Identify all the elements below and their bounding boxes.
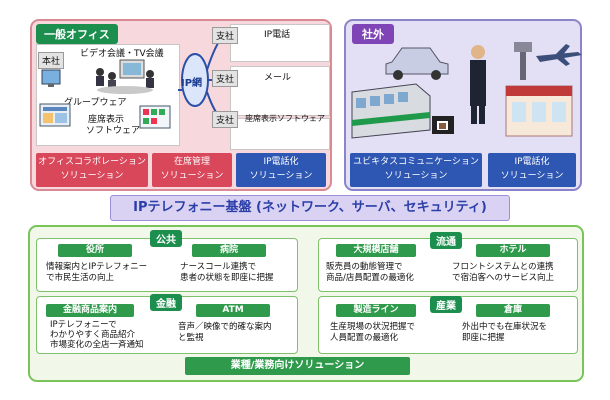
hotel-desc-1: フロントシステムとの連携 xyxy=(452,262,554,272)
section-distribution-label: 流通 xyxy=(430,232,462,249)
businessman-icon xyxy=(470,45,486,124)
branch-tag-3: 支社 xyxy=(212,111,239,128)
ip-network-icon xyxy=(181,53,209,107)
item-city-office: 役所 xyxy=(58,244,132,257)
hotel-desc-2: で宿泊客へのサービス向上 xyxy=(452,273,555,283)
outside-title: 社外 xyxy=(352,24,394,44)
shop-icon xyxy=(505,85,573,137)
meeting-people-icon xyxy=(96,59,154,94)
financial-desc-2: わかりやすく商品紹介 xyxy=(50,330,136,340)
item-atm: ATM xyxy=(196,304,270,317)
office-title: 一般オフィス xyxy=(36,24,118,44)
item-financial-product: 金融商品案内 xyxy=(46,304,134,317)
large-store-desc-1: 販売員の動態管理で xyxy=(326,262,403,272)
item-hospital: 病院 xyxy=(192,244,266,257)
groupware-label: グループウェア xyxy=(64,98,127,108)
item-large-store: 大規模店舗 xyxy=(336,244,416,257)
production-desc-1: 生産現場の状況把握で xyxy=(330,322,416,332)
video-conf-label: ビデオ会議・TV会議 xyxy=(80,49,164,59)
control-tower-icon xyxy=(514,42,532,80)
car-icon xyxy=(385,47,449,80)
branch-box-3 xyxy=(230,118,330,150)
branch-tag-2: 支社 xyxy=(212,70,239,87)
ip-telephony-foundation: IPテレフォニー基盤 (ネットワーク、サーバ、セキュリティ) xyxy=(110,195,510,221)
ip-network-label: IP網 xyxy=(181,78,203,89)
branch-tag-1: 支社 xyxy=(212,27,239,44)
ip-phone-label: IP電話 xyxy=(264,30,291,40)
groupware-screen-icon xyxy=(39,103,71,127)
city-office-desc-1: 情報案内とIPテレフォニー xyxy=(46,262,148,272)
section-industry-label: 産業 xyxy=(430,296,462,313)
industry-solutions-bar: 業種/業務向けソリューション xyxy=(185,357,410,375)
outside-ip-phone-solution: IP電話化ソリューション xyxy=(488,153,576,187)
seat-sw-label-1: 座席表示 xyxy=(88,115,125,125)
warehouse-desc-1: 外出中でも在庫状況を xyxy=(462,322,548,332)
financial-desc-3: 市場変化の全店一斉通知 xyxy=(50,340,144,350)
seat-sw-label-2: ソフトウェア xyxy=(86,126,141,136)
item-warehouse: 倉庫 xyxy=(476,304,550,317)
atm-desc-1: 音声／映像で的確な案内 xyxy=(178,322,272,332)
presence-solution: 在席管理ソリューション xyxy=(152,153,232,187)
production-desc-2: 人員配置の最適化 xyxy=(330,333,399,343)
hospital-desc-1: ナースコール連携で xyxy=(180,262,257,272)
monitor-icon xyxy=(41,69,61,87)
atm-desc-2: と監視 xyxy=(178,333,204,343)
hq-tag: 本社 xyxy=(38,52,65,69)
branch-seat-sw-label: 座席表示ソフトウェア xyxy=(245,114,325,123)
mail-label: メール xyxy=(264,73,292,83)
office-collab-solution: オフィスコラボレーションソリューション xyxy=(36,153,148,187)
item-hotel: ホテル xyxy=(476,244,550,257)
hospital-desc-2: 患者の状態を即座に把握 xyxy=(180,273,274,283)
city-office-desc-2: で市民生活の向上 xyxy=(46,273,115,283)
branch-box-1 xyxy=(230,24,330,62)
seat-display-icon xyxy=(139,105,171,129)
airplane-icon xyxy=(536,44,582,66)
item-production-line: 製造ライン xyxy=(336,304,416,317)
large-store-desc-2: 商品/店員配置の最適化 xyxy=(326,273,414,283)
section-finance-label: 金融 xyxy=(150,294,182,311)
branch-box-2 xyxy=(230,66,330,116)
financial-desc-1: IPテレフォニーで xyxy=(50,320,117,330)
ubiquitous-solution: ユビキタスコミュニケーションソリューション xyxy=(350,153,482,187)
section-public-label: 公共 xyxy=(150,230,182,247)
office-ip-phone-solution: IP電話化ソリューション xyxy=(236,153,326,187)
warehouse-desc-2: 即座に把握 xyxy=(462,333,505,343)
train-icon xyxy=(351,83,431,139)
coffee-icon xyxy=(432,116,454,134)
